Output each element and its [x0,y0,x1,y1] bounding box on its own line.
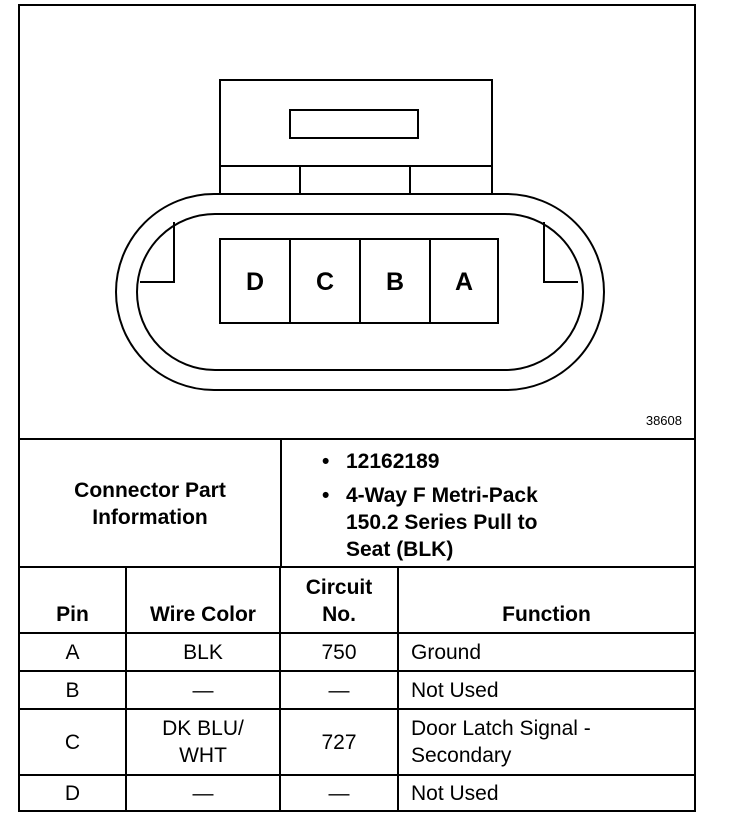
cell-wire-color: BLK [125,632,281,672]
cavity-a [429,238,499,324]
table-row: D — — Not Used [20,774,694,811]
side-key-right [543,222,578,283]
cell-circuit: — [279,670,399,710]
header-circuit-line1: Circuit [305,576,373,599]
part-info-list: • 12162189 • 4-Way F Metri-Pack 150.2 Se… [282,440,694,568]
table-row: A BLK 750 Ground [20,632,694,672]
part-info-label: Connector Part Information [20,440,282,568]
part-description-line3: Seat (BLK) [346,538,454,561]
cell-function-line2: Secondary [411,744,512,767]
table-row: B — — Not Used [20,670,694,710]
side-key-left [140,222,175,283]
cell-circuit: 750 [279,632,399,672]
header-function: Function [397,566,694,634]
pin-label-c: C [316,268,334,296]
pin-label-d: D [246,268,264,296]
cell-function: Not Used [397,670,694,710]
cell-function: Not Used [397,774,694,811]
part-description-line1: 4-Way F Metri-Pack [346,484,538,507]
cavity-b [359,238,431,324]
header-wire-color: Wire Color [125,566,281,634]
figure-number: 38608 [645,413,682,428]
part-description-line2: 150.2 Series Pull to [346,511,538,534]
header-circuit-line2: No. [322,603,356,626]
latch-slot [289,109,419,139]
cell-wire-color: DK BLU/ WHT [125,708,281,776]
header-pin: Pin [20,566,127,634]
table-row: C DK BLU/ WHT 727 Door Latch Signal - Se… [20,708,694,776]
cell-pin: C [20,708,127,776]
connector-part-info: Connector Part Information • 12162189 • … [20,438,694,568]
connector-sheet: D C B A 38608 Connector Part Information… [18,4,696,812]
cell-function: Door Latch Signal - Secondary [397,708,694,776]
cell-pin: D [20,774,127,811]
cell-pin: B [20,670,127,710]
cavity-d [219,238,291,324]
table-header-row: Pin Wire Color Circuit No. Function [20,566,694,634]
cell-function-line1: Door Latch Signal - [411,717,591,740]
cell-wire-color-line2: WHT [179,744,227,767]
part-info-label-line1: Connector Part [74,479,226,502]
bullet-part-number: • [322,450,330,473]
part-info-label-line2: Information [92,506,208,529]
cell-wire-color: — [125,774,281,811]
pin-label-b: B [386,268,404,296]
pin-label-a: A [455,268,473,296]
cell-wire-color: — [125,670,281,710]
connector-drawing: D C B A [115,79,605,391]
part-number: 12162189 [346,450,440,473]
cell-pin: A [20,632,127,672]
cell-circuit: — [279,774,399,811]
cell-function: Ground [397,632,694,672]
header-circuit: Circuit No. [279,566,399,634]
bullet-description: • [322,484,330,507]
pinout-table: Pin Wire Color Circuit No. Function A BL… [20,566,694,811]
connector-diagram: D C B A 38608 [20,6,694,438]
cell-circuit: 727 [279,708,399,776]
cell-wire-color-line1: DK BLU/ [162,717,244,740]
